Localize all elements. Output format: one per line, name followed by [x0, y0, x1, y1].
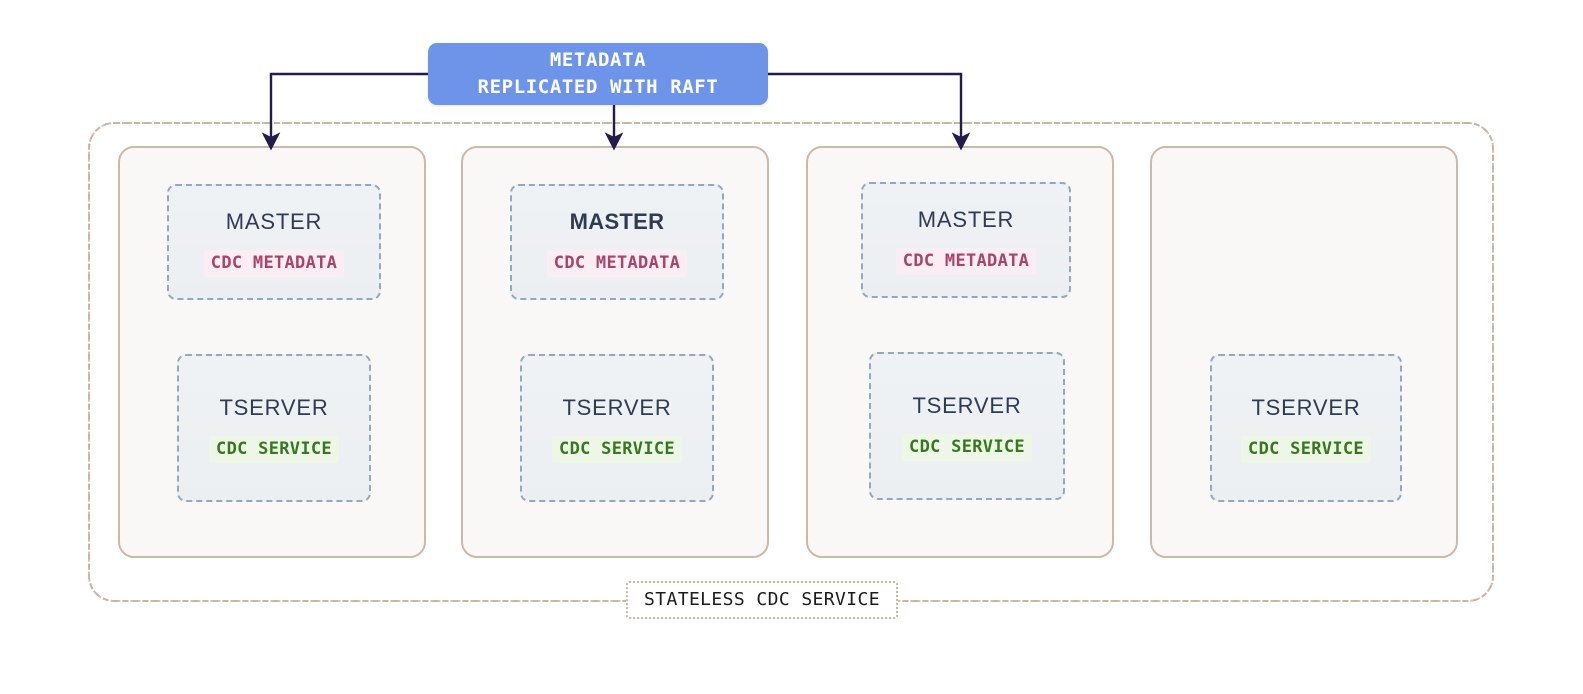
stateless-cdc-service-label: STATELESS CDC SERVICE: [626, 581, 898, 619]
tserver-box-3[interactable]: TSERVER CDC SERVICE: [869, 352, 1065, 500]
tserver-title-2: TSERVER: [562, 394, 672, 420]
tserver-title-4: TSERVER: [1251, 394, 1361, 420]
cdc-metadata-badge-3: CDC METADATA: [895, 247, 1037, 275]
master-title-1: MASTER: [225, 208, 323, 234]
metadata-replicated-with-raft-box[interactable]: METADATA REPLICATED WITH RAFT: [428, 43, 768, 105]
master-box-3[interactable]: MASTER CDC METADATA: [861, 182, 1071, 298]
tserver-box-4[interactable]: TSERVER CDC SERVICE: [1210, 354, 1402, 502]
tserver-title-1: TSERVER: [219, 394, 329, 420]
node-card-1[interactable]: MASTER CDC METADATA TSERVER CDC SERVICE: [118, 146, 426, 558]
cdc-service-badge-4: CDC SERVICE: [1241, 435, 1371, 463]
metadata-box-line-2: REPLICATED WITH RAFT: [477, 76, 719, 98]
node-card-3[interactable]: MASTER CDC METADATA TSERVER CDC SERVICE: [806, 146, 1114, 558]
cdc-metadata-badge-1: CDC METADATA: [203, 249, 345, 277]
master-title-2: MASTER: [569, 208, 665, 234]
tserver-box-1[interactable]: TSERVER CDC SERVICE: [177, 354, 371, 502]
master-box-2[interactable]: MASTER CDC METADATA: [510, 184, 724, 300]
tserver-title-3: TSERVER: [912, 392, 1022, 418]
node-card-4[interactable]: TSERVER CDC SERVICE: [1150, 146, 1458, 558]
master-box-1[interactable]: MASTER CDC METADATA: [167, 184, 381, 300]
node-card-2[interactable]: MASTER CDC METADATA TSERVER CDC SERVICE: [461, 146, 769, 558]
cdc-metadata-badge-2: CDC METADATA: [546, 249, 688, 277]
cdc-service-badge-3: CDC SERVICE: [902, 433, 1032, 461]
cdc-service-badge-1: CDC SERVICE: [209, 435, 339, 463]
metadata-box-line-1: METADATA: [549, 49, 647, 71]
cdc-service-badge-2: CDC SERVICE: [552, 435, 682, 463]
master-title-3: MASTER: [917, 206, 1015, 232]
tserver-box-2[interactable]: TSERVER CDC SERVICE: [520, 354, 714, 502]
